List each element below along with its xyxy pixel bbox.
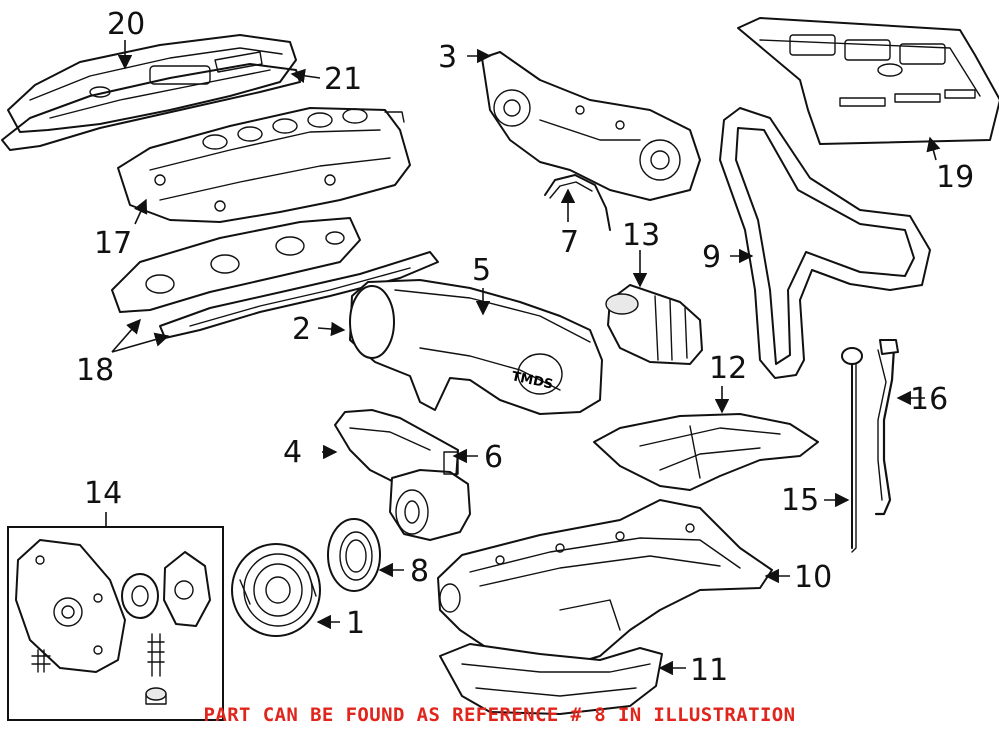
part-12-oil-baffle[interactable] [593,413,819,491]
callout-18: 18 [76,353,114,388]
callout-labels: 20 21 3 17 18 7 13 5 2 9 19 12 16 4 6 14… [76,7,974,688]
part-8-crankshaft-seal[interactable] [327,518,381,592]
part-14-oil-pump-kit[interactable] [7,526,224,721]
part-1-crankshaft-pulley[interactable] [231,543,321,637]
callout-2: 2 [292,312,311,347]
callout-3: 3 [438,40,457,75]
part-10-oil-pan-upper[interactable] [437,499,773,669]
reference-note: PART CAN BE FOUND AS REFERENCE # 8 IN IL… [203,704,796,726]
callout-6: 6 [484,440,503,475]
callout-4: 4 [283,435,302,470]
part-19-engine-cover[interactable] [737,17,999,145]
callout-17: 17 [94,226,132,261]
part-17-intake-manifold[interactable] [117,107,411,223]
part-18-intake-gaskets[interactable] [111,217,439,339]
callout-15: 15 [781,483,819,518]
callout-5: 5 [472,253,491,288]
callout-14: 14 [84,476,122,511]
callout-7: 7 [560,225,579,260]
part-13-oil-filter[interactable] [605,284,703,365]
part-5-front-timing-cover[interactable]: TMDS [349,279,603,415]
callout-12: 12 [709,351,747,386]
callout-8: 8 [410,554,429,589]
leader-lines [105,40,941,676]
part-20-valve-cover[interactable] [7,34,297,133]
part-9-timing-belt[interactable] [719,107,931,379]
callout-21: 21 [324,62,362,97]
part-7-seal[interactable] [544,174,611,231]
callout-16: 16 [910,382,948,417]
part-16-dipstick-tube[interactable] [874,339,899,516]
part-15-dipstick[interactable] [841,347,863,553]
part-3-rear-timing-cover[interactable] [481,51,701,201]
callout-9: 9 [702,240,721,275]
callout-13: 13 [622,218,660,253]
part-6-bracket[interactable] [389,451,471,541]
callout-19: 19 [936,160,974,195]
callout-11: 11 [690,653,728,688]
callout-10: 10 [794,560,832,595]
callout-20: 20 [107,7,145,42]
callout-1: 1 [346,606,365,641]
